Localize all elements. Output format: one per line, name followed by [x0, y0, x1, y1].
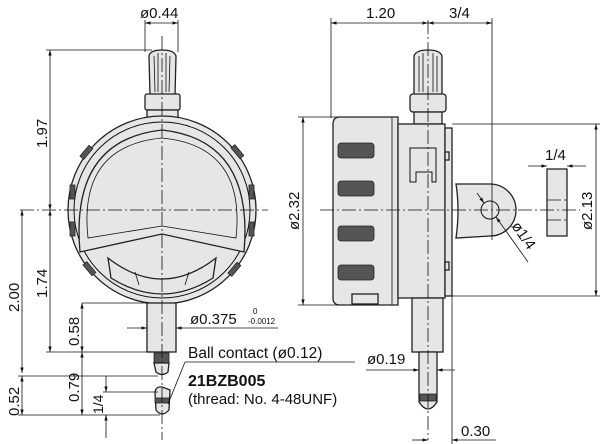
grip-marks: [69, 144, 255, 277]
dim-contact-len: 0.52: [6, 387, 23, 416]
dim-stem-length: 0.58: [66, 317, 83, 346]
ball-contact-label: Ball contact (ø0.12): [188, 345, 322, 362]
side-view: [320, 20, 580, 440]
button-panel: [107, 256, 217, 295]
part-number: 21BZB005: [188, 373, 265, 390]
lug: [455, 183, 517, 239]
dim-offset: 0.30: [461, 423, 490, 440]
dim-lug-width: 1/4: [545, 147, 566, 164]
lug-section: [546, 168, 568, 237]
dim-spindle-dia: ø0.19: [367, 351, 405, 368]
stem-tol-lower: -0.0012: [248, 317, 276, 326]
front-view: [20, 36, 268, 440]
stem: [146, 302, 177, 353]
dim-body-dia: ø2.32: [286, 192, 303, 230]
thread-spec: (thread: No. 4-48UNF): [188, 391, 337, 408]
knob-collar: [144, 93, 181, 111]
side-grip-marks: [337, 142, 375, 281]
stem-tol-upper: 0: [253, 307, 258, 316]
dim-depth-front: 1.20: [366, 5, 395, 22]
dim-stem-dia: ø0.375: [190, 311, 237, 328]
front-dimensions: ø0.44 1.97 1.74 2.00 0.58 ø0.375 0 -0.00…: [6, 5, 355, 438]
dim-knob-dia: ø0.44: [140, 5, 178, 22]
knob: [148, 49, 177, 97]
dim-thread-len: 1/4: [90, 394, 106, 414]
side-back-body: [397, 123, 446, 299]
dim-top-height: 1.97: [34, 119, 51, 148]
side-dimensions: 1.20 3/4 ø2.32 ø2.13 1/4 ø1/4 ø0.19 0.30: [286, 5, 600, 444]
dim-back-dia: ø2.13: [579, 192, 596, 230]
dim-contact-total: 0.79: [66, 373, 83, 402]
dim-lower-height: 1.74: [34, 269, 51, 298]
dim-depth-back: 3/4: [449, 5, 470, 22]
back-plate: [444, 127, 453, 297]
lcd-display: [86, 137, 238, 239]
dim-total-lower: 2.00: [6, 283, 23, 312]
